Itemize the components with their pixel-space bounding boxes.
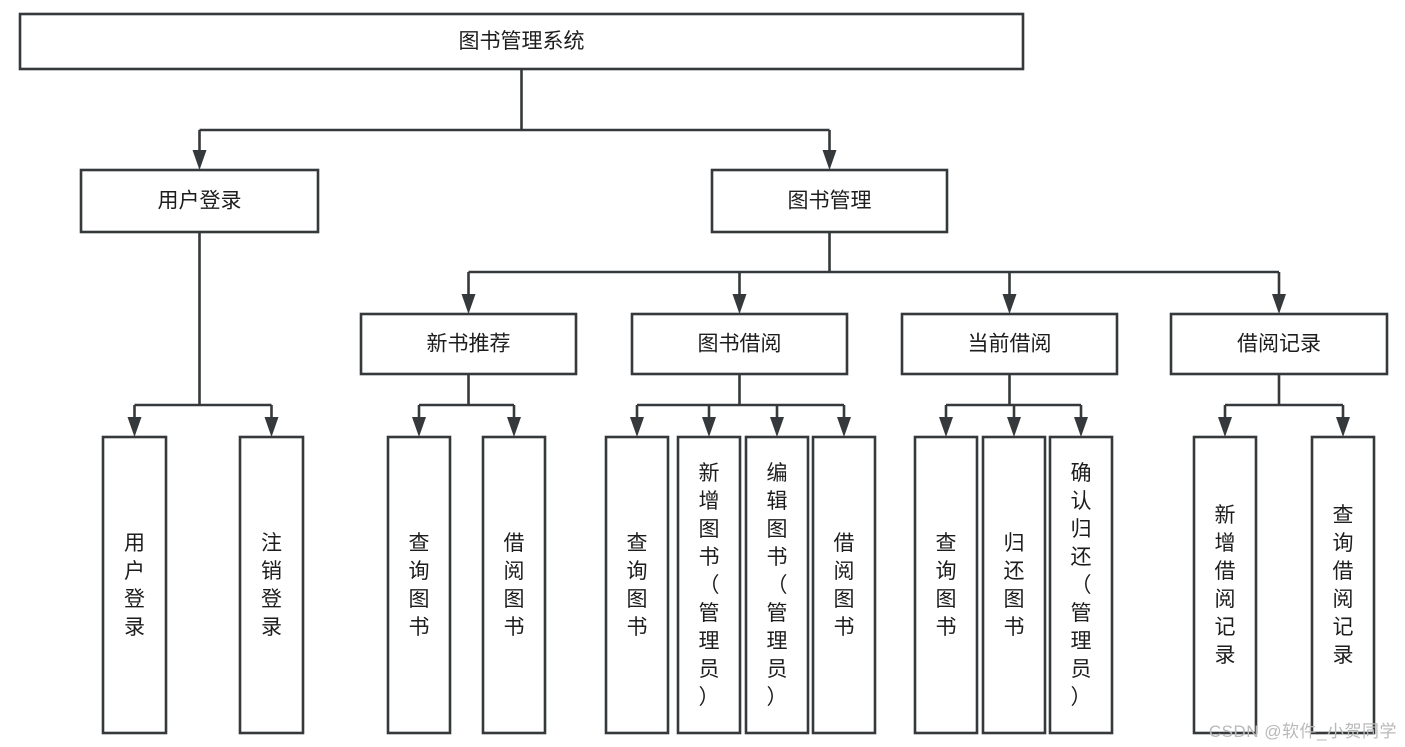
node-leaf-query-record[interactable]: 查询借阅记录 [1310,435,1376,735]
node-box-leaf-user-login [101,435,168,735]
node-box-leaf-add-book [676,435,742,735]
node-label-leaf-query-book-3: 查询图书 [936,532,957,639]
watermark-label: CSDN @软件_小贺同学 [1208,722,1397,741]
node-label-leaf-confirm-return: 确认归还（管理员） [1071,462,1092,709]
node-leaf-return-book[interactable]: 归还图书 [981,435,1047,735]
node-label-leaf-borrow-book-2: 借阅图书 [834,532,855,639]
node-leaf-add-record[interactable]: 新增借阅记录 [1192,435,1258,735]
node-label-leaf-query-record: 查询借阅记录 [1333,504,1354,667]
node-box-leaf-confirm-return [1048,435,1114,735]
arrow-head-icon [1002,294,1017,314]
node-user-login[interactable]: 用户登录 [79,168,320,234]
node-leaf-user-logout[interactable]: 注销登录 [238,435,305,735]
node-box-leaf-query-record [1310,435,1376,735]
node-label-leaf-user-logout: 注销登录 [261,532,282,639]
arrow-head-icon [1272,294,1286,314]
arrow-head-icon [1336,417,1350,437]
arrow-head-icon [1218,417,1232,437]
node-label-new-book-rec: 新书推荐 [427,333,511,356]
node-label-user-login: 用户登录 [158,190,242,213]
arrow-head-icon [822,150,837,170]
node-box-book-borrow [630,312,849,376]
arrow-head-icon [630,417,644,437]
arrow-head-icon [732,294,747,314]
node-box-leaf-borrow-book-1 [481,435,547,735]
node-box-leaf-add-record [1192,435,1258,735]
arrow-head-icon [127,417,142,437]
node-label-leaf-user-login: 用户登录 [124,532,145,639]
arrow-head-icon [507,417,521,437]
node-label-leaf-borrow-book-1: 借阅图书 [504,532,525,639]
node-box-new-book-rec [359,312,578,376]
arrow-head-icon [702,417,716,437]
node-box-current-borrow [900,312,1119,376]
node-box-leaf-query-book-1 [386,435,452,735]
node-root[interactable]: 图书管理系统 [18,12,1025,71]
arrow-head-icon [770,417,784,437]
node-box-leaf-user-logout [238,435,305,735]
node-box-user-login [79,168,320,234]
node-label-current-borrow: 当前借阅 [968,333,1052,356]
node-layer: 用户登录注销登录查询图书借阅图书查询图书新增图书（管理员）编辑图书（管理员）借阅… [18,12,1389,735]
arrow-head-icon [939,417,953,437]
node-leaf-user-login[interactable]: 用户登录 [101,435,168,735]
node-label-leaf-query-book-2: 查询图书 [627,532,648,639]
node-leaf-borrow-book-2[interactable]: 借阅图书 [811,435,877,735]
node-book-borrow[interactable]: 图书借阅 [630,312,849,376]
arrow-head-icon [461,294,476,314]
arrow-head-icon [1074,417,1088,437]
node-leaf-edit-book[interactable]: 编辑图书（管理员） [744,435,810,735]
node-box-leaf-borrow-book-2 [811,435,877,735]
node-label-leaf-add-record: 新增借阅记录 [1215,504,1236,667]
node-box-leaf-query-book-3 [913,435,979,735]
node-borrow-record[interactable]: 借阅记录 [1169,312,1389,376]
node-box-book-manage [710,168,949,234]
node-label-leaf-add-book: 新增图书（管理员） [699,462,720,709]
node-current-borrow[interactable]: 当前借阅 [900,312,1119,376]
node-book-manage[interactable]: 图书管理 [710,168,949,234]
node-leaf-query-book-3[interactable]: 查询图书 [913,435,979,735]
node-label-book-borrow: 图书借阅 [698,333,782,356]
node-label-root: 图书管理系统 [459,30,585,53]
node-label-borrow-record: 借阅记录 [1237,333,1321,356]
arrow-head-icon [837,417,851,437]
node-box-leaf-edit-book [744,435,810,735]
node-leaf-query-book-2[interactable]: 查询图书 [604,435,670,735]
node-label-leaf-return-book: 归还图书 [1004,532,1025,639]
node-label-leaf-edit-book: 编辑图书（管理员） [767,462,788,709]
node-leaf-borrow-book-1[interactable]: 借阅图书 [481,435,547,735]
node-new-book-rec[interactable]: 新书推荐 [359,312,578,376]
node-leaf-confirm-return[interactable]: 确认归还（管理员） [1048,435,1114,735]
node-leaf-add-book[interactable]: 新增图书（管理员） [676,435,742,735]
arrow-head-icon [192,150,207,170]
node-label-leaf-query-book-1: 查询图书 [409,532,430,639]
node-leaf-query-book-1[interactable]: 查询图书 [386,435,452,735]
connector-layer [127,69,1350,437]
node-box-borrow-record [1169,312,1389,376]
node-box-leaf-query-book-2 [604,435,670,735]
node-box-root [18,12,1025,71]
arrow-head-icon [264,417,279,437]
arrow-head-icon [1007,417,1021,437]
arrow-head-icon [412,417,426,437]
node-box-leaf-return-book [981,435,1047,735]
node-label-book-manage: 图书管理 [788,190,872,213]
